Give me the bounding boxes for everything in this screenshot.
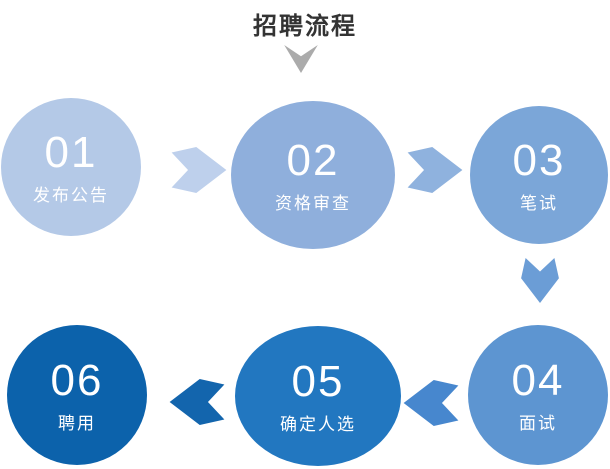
step-label: 笔试 (520, 193, 558, 213)
step-circle-01: 01 发布公告 (1, 98, 141, 236)
chevron-down-icon (284, 45, 318, 73)
step-circle-03: 03 笔试 (470, 106, 608, 244)
step-label: 确定人选 (280, 414, 356, 434)
step-circle-02: 02 资格审查 (231, 101, 395, 249)
step-number: 02 (286, 135, 340, 185)
step-label: 资格审查 (275, 193, 351, 213)
step-number: 04 (511, 355, 565, 405)
step-number: 01 (44, 127, 98, 177)
chevron-down-shape (284, 45, 318, 73)
arrow-left-shape (169, 379, 225, 425)
arrow-right-shape (171, 147, 227, 193)
step-circle-05: 05 确定人选 (235, 326, 401, 466)
arrow-down-icon (521, 258, 559, 303)
step-circle-04: 04 面试 (468, 325, 608, 465)
step-number: 06 (50, 355, 104, 405)
arrow-right-icon (171, 147, 227, 193)
arrow-right-shape (407, 147, 463, 193)
step-circle-06: 06 聘用 (7, 325, 147, 465)
arrow-left-icon (169, 379, 225, 425)
step-label: 聘用 (58, 413, 96, 433)
arrow-down-shape (521, 258, 559, 303)
step-number: 05 (291, 356, 345, 406)
step-label: 面试 (519, 413, 557, 433)
step-number: 03 (512, 135, 566, 185)
arrow-right-icon (407, 147, 463, 193)
arrow-left-icon (403, 380, 459, 426)
page-title: 招聘流程 (253, 13, 357, 40)
step-label: 发布公告 (33, 185, 109, 205)
arrow-left-shape (403, 380, 459, 426)
